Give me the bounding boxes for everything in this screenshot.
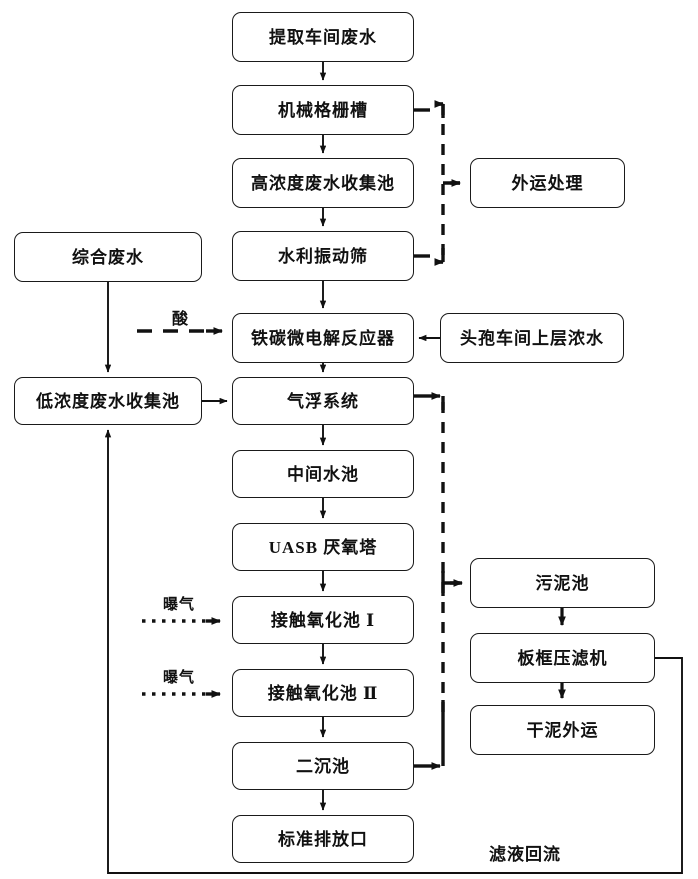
node-label: 中间水池 (287, 464, 359, 484)
node-label: 铁碳微电解反应器 (251, 328, 395, 348)
node-label: 标准排放口 (278, 829, 368, 849)
node-label: UASB 厌氧塔 (268, 537, 378, 557)
node-high-concentration-collection-tank[interactable]: 高浓度废水收集池 (232, 158, 414, 208)
edge-label-filtrate-reflux: 滤液回流 (489, 845, 561, 864)
node-label: 头孢车间上层浓水 (460, 328, 604, 348)
node-label: 接触氧化池 Ⅱ (267, 683, 379, 703)
node-comprehensive-wastewater[interactable]: 综合废水 (14, 232, 202, 282)
node-label: 机械格栅槽 (278, 100, 368, 120)
node-dry-sludge-transport[interactable]: 干泥外运 (470, 705, 655, 755)
node-label: 高浓度废水收集池 (251, 173, 395, 193)
node-label: 板框压滤机 (517, 648, 608, 668)
node-label: 外运处理 (511, 173, 584, 193)
node-secondary-sedimentation-tank[interactable]: 二沉池 (232, 742, 414, 790)
node-plate-frame-filter-press[interactable]: 板框压滤机 (470, 633, 655, 683)
edge-reflux-line (104, 429, 683, 874)
node-label: 综合废水 (72, 247, 144, 267)
node-contact-oxidation-tank-2[interactable]: 接触氧化池 Ⅱ (232, 669, 414, 717)
node-cephalosporin-workshop-upper-concentrate[interactable]: 头孢车间上层浓水 (440, 313, 624, 363)
edge-label-acid: 酸 (172, 311, 190, 328)
node-extraction-workshop-wastewater[interactable]: 提取车间废水 (232, 12, 414, 62)
node-label: 低浓度废水收集池 (36, 391, 180, 411)
node-label: 提取车间废水 (269, 27, 377, 47)
node-label: 干泥外运 (526, 720, 599, 740)
node-intermediate-pool[interactable]: 中间水池 (232, 450, 414, 498)
node-sludge-pool[interactable]: 污泥池 (470, 558, 655, 608)
node-standard-discharge-outlet[interactable]: 标准排放口 (232, 815, 414, 863)
node-air-flotation-system[interactable]: 气浮系统 (232, 377, 414, 425)
node-label: 二沉池 (296, 756, 350, 776)
node-low-concentration-collection-tank[interactable]: 低浓度废水收集池 (14, 377, 202, 425)
node-label: 污泥池 (535, 573, 590, 593)
node-mechanical-grille-tank[interactable]: 机械格栅槽 (232, 85, 414, 135)
node-label: 气浮系统 (287, 391, 359, 411)
node-uasb-anaerobic-tower[interactable]: UASB 厌氧塔 (232, 523, 414, 571)
node-label: 水利振动筛 (278, 246, 368, 266)
node-iron-carbon-microelectrolysis-reactor[interactable]: 铁碳微电解反应器 (232, 313, 414, 363)
node-offsite-treatment[interactable]: 外运处理 (470, 158, 625, 208)
node-contact-oxidation-tank-1[interactable]: 接触氧化池 Ⅰ (232, 596, 414, 644)
edge-label-aeration-2: 曝气 (163, 670, 196, 686)
edge-label-aeration-1: 曝气 (163, 597, 196, 613)
node-hydraulic-vibrating-screen[interactable]: 水利振动筛 (232, 231, 414, 281)
node-label: 接触氧化池 Ⅰ (270, 610, 376, 630)
